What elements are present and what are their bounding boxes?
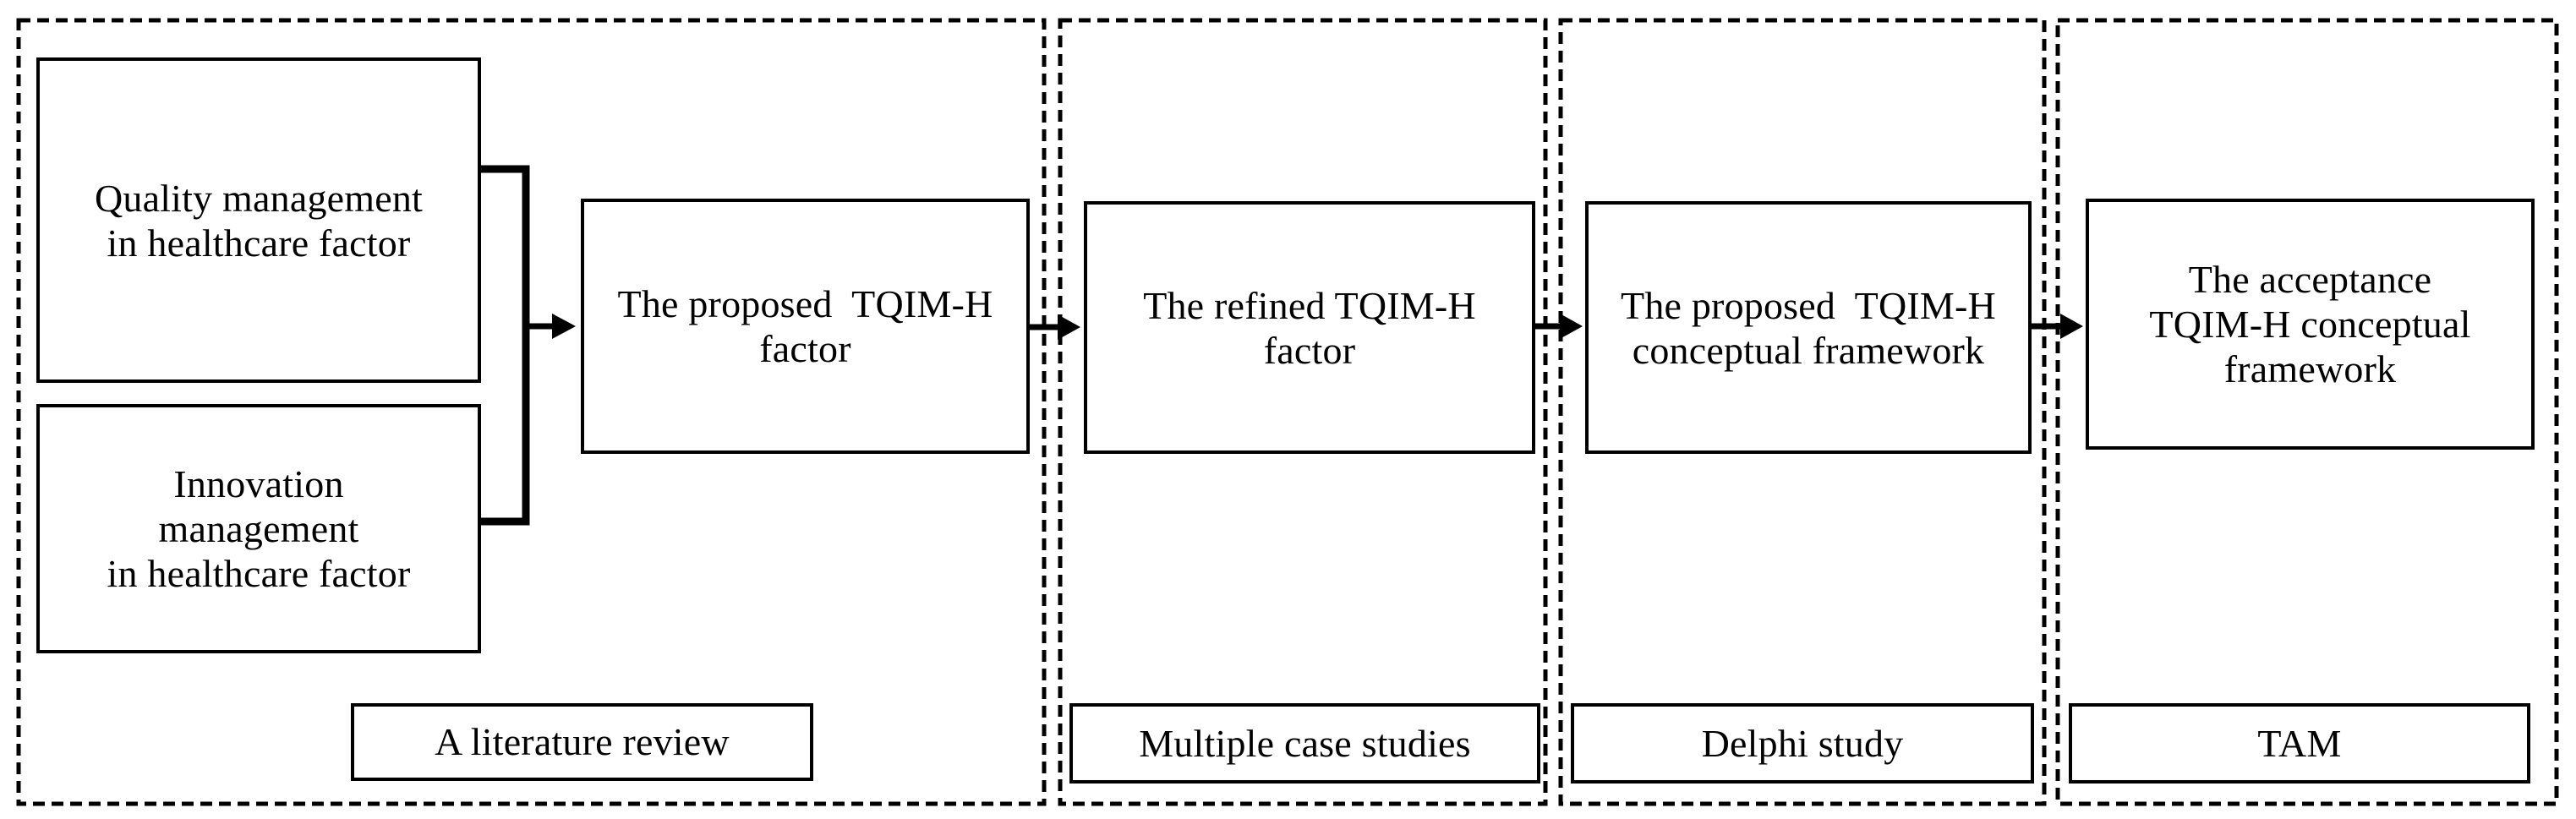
acceptance-framework-text: The acceptance TQIM-H conceptual framewo… <box>2149 258 2471 390</box>
method-label-text: A literature review <box>435 720 730 763</box>
arrow-phase2-to-phase3-head-icon <box>1560 314 1583 339</box>
method-label-multiple-case-studies: Multiple case studies <box>1069 703 1540 784</box>
method-label-text: Delphi study <box>1701 721 1904 765</box>
refined-tqimh-factor-text: The refined TQIM-H factor <box>1143 283 1476 372</box>
method-label-delphi-study: Delphi study <box>1571 703 2034 784</box>
innovation-management-box: Innovation management in healthcare fact… <box>36 404 481 653</box>
refined-tqimh-factor-box: The refined TQIM-H factor <box>1084 201 1535 454</box>
arrow-phase3-to-phase4-head-icon <box>2060 314 2083 339</box>
quality-management-text: Quality management in healthcare factor <box>94 176 424 265</box>
method-label-text: Multiple case studies <box>1139 721 1471 765</box>
acceptance-framework-box: The acceptance TQIM-H conceptual framewo… <box>2086 199 2535 450</box>
method-label-text: TAM <box>2257 721 2342 765</box>
quality-management-box: Quality management in healthcare factor <box>36 57 481 383</box>
proposed-conceptual-framework-box: The proposed TQIM-H conceptual framework <box>1585 201 2032 454</box>
method-label-literature-review: A literature review <box>351 703 813 781</box>
merge-bracket-connector <box>479 165 530 526</box>
proposed-tqimh-factor-text: The proposed TQIM-H factor <box>617 282 993 370</box>
proposed-conceptual-framework-text: The proposed TQIM-H conceptual framework <box>1621 283 1996 372</box>
innovation-management-text: Innovation management in healthcare fact… <box>107 462 411 595</box>
arrow-phase1-to-phase2-head-icon <box>1058 314 1080 340</box>
merge-arrow-head-icon <box>552 314 576 339</box>
method-label-tam: TAM <box>2069 703 2530 784</box>
proposed-tqimh-factor-box: The proposed TQIM-H factor <box>581 199 1030 454</box>
